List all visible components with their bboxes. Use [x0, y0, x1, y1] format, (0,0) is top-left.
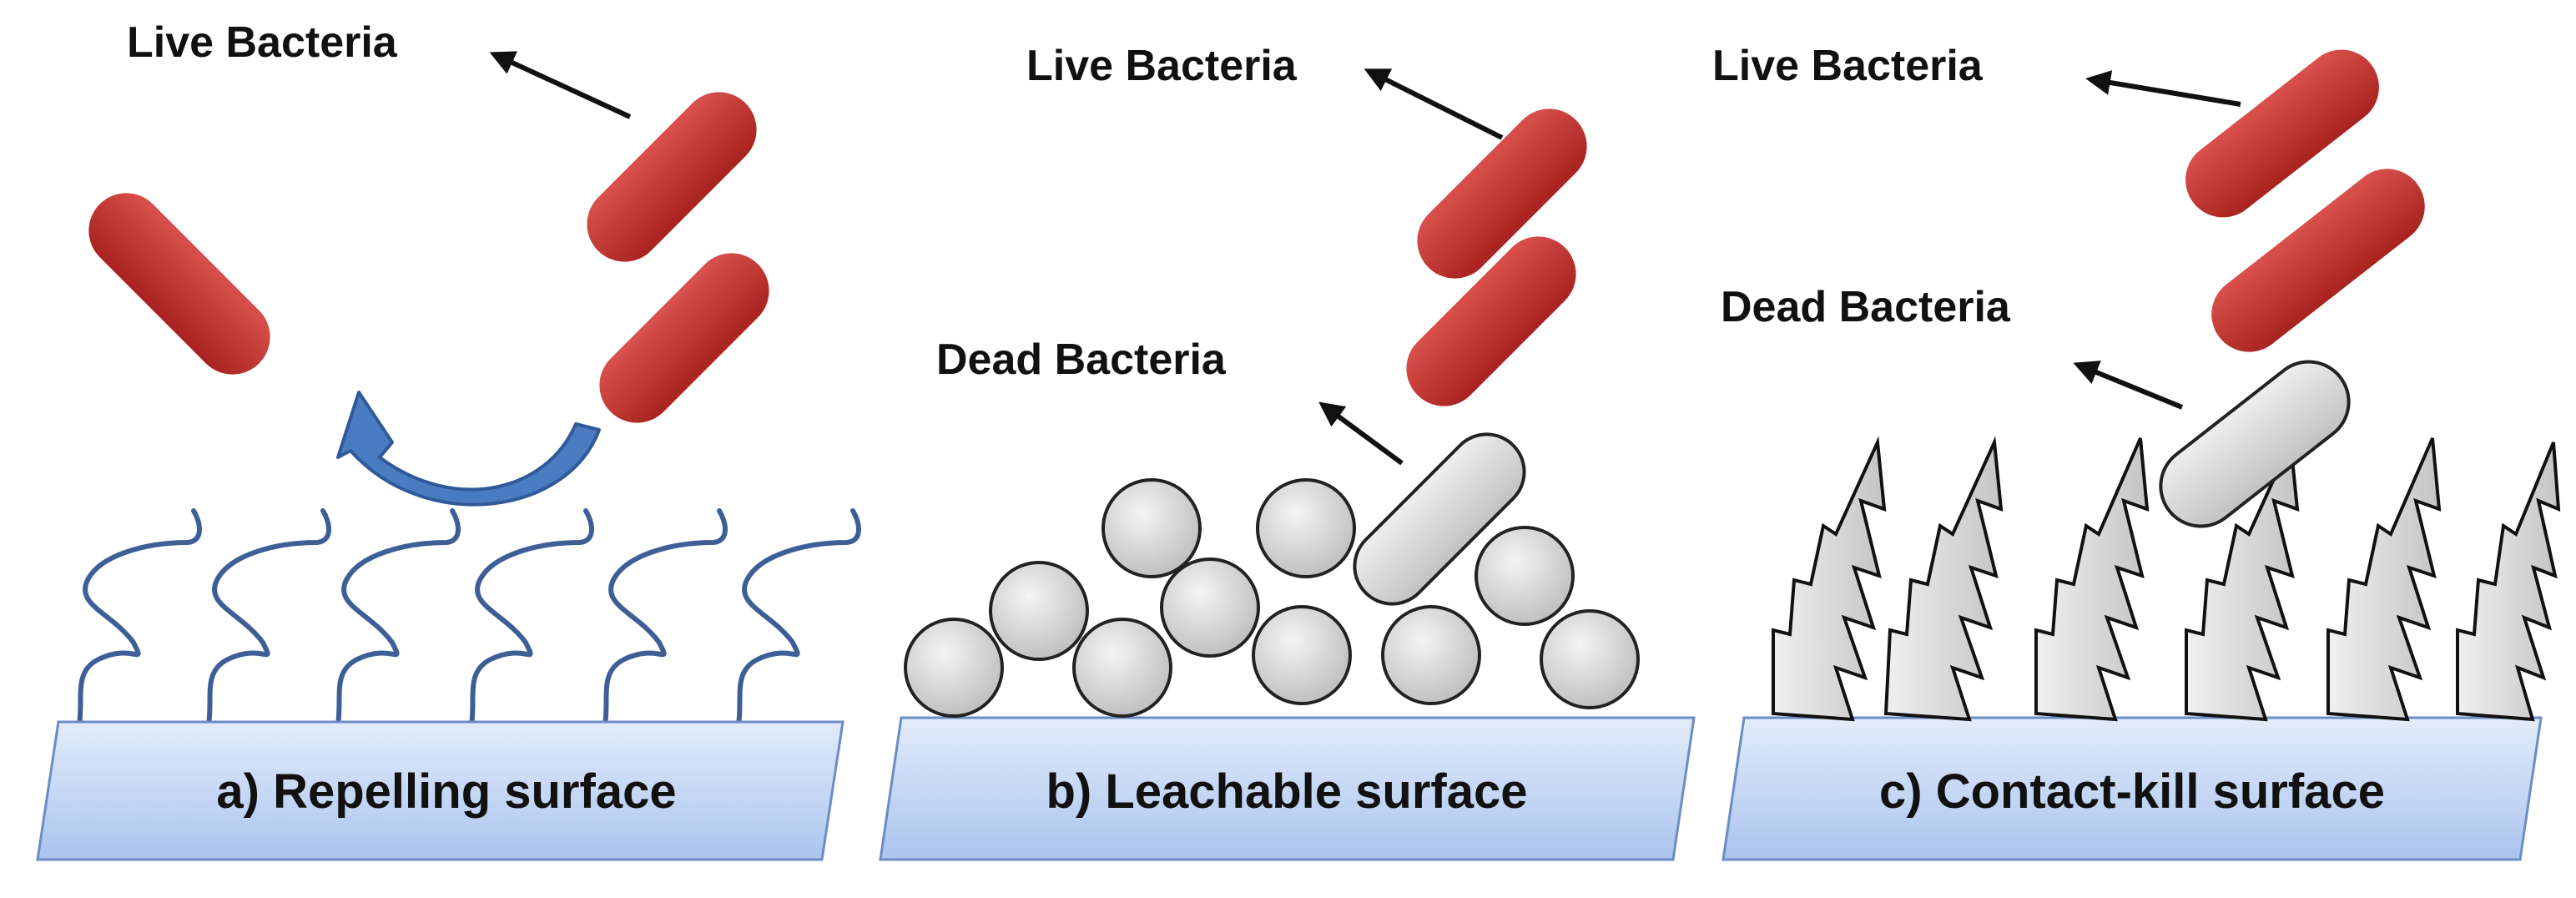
live-bacterium: [2211, 169, 2425, 352]
surface-label-c: c) Contact-kill surface: [1879, 764, 2385, 819]
particle: [1475, 526, 1575, 626]
live-bacterium: [88, 193, 270, 375]
dead-bacterium: [2159, 360, 2351, 528]
polymer-chain: [335, 508, 461, 727]
repelling-surface-slab: [36, 720, 844, 861]
polymer-chain: [469, 508, 594, 727]
arrow-icon: [1318, 401, 1404, 466]
curved-arrow-icon: [336, 391, 601, 507]
live-bacterium: [1406, 236, 1576, 406]
nanospike-layer: [1772, 436, 2561, 722]
live-bacteria-label-b: Live Bacteria: [1026, 42, 1298, 90]
panel-leachable: b) Leachable surface Live Bacteria Dead …: [879, 42, 1696, 861]
particle: [904, 618, 1004, 718]
particle: [1381, 605, 1481, 705]
live-bacteria-label-a: Live Bacteria: [127, 18, 398, 67]
particle: [1252, 605, 1352, 705]
dead-bacterium: [1353, 432, 1526, 606]
nanospike: [2185, 436, 2300, 722]
live-bacterium: [2185, 49, 2379, 218]
particle: [1540, 609, 1640, 709]
arrow-icon: [489, 51, 632, 119]
live-bacterium: [587, 92, 757, 262]
dead-bacteria-label-c: Dead Bacteria: [1721, 283, 2011, 331]
leachable-surface-slab: [879, 716, 1696, 861]
nanospike: [1883, 436, 2004, 722]
live-bacterium: [1417, 108, 1587, 279]
polymer-chain: [77, 508, 202, 727]
surface-label-b: b) Leachable surface: [1046, 764, 1528, 819]
dead-bacteria-label-b: Dead Bacteria: [936, 335, 1227, 384]
nanospike: [2034, 437, 2150, 722]
leached-particles: [904, 478, 1640, 718]
particle: [989, 561, 1089, 661]
arrow-icon: [1364, 68, 1504, 140]
arrow-icon: [2073, 361, 2184, 410]
particle: [1101, 478, 1202, 578]
panel-contact-kill: c) Contact-kill surface Live Bacteria De…: [1712, 42, 2561, 861]
nanospike: [2326, 437, 2442, 722]
polymer-chain: [206, 508, 331, 727]
arrow-icon: [2085, 70, 2241, 107]
nanospike: [2456, 441, 2561, 722]
particle: [1072, 618, 1172, 718]
contact-kill-surface-slab: [1722, 716, 2543, 861]
particle: [1160, 557, 1260, 658]
live-bacterium: [599, 253, 769, 423]
particle: [1256, 478, 1356, 578]
nanospike: [1772, 436, 1887, 722]
live-bacteria-label-c: Live Bacteria: [1712, 42, 1984, 90]
polymer-brush-layer: [77, 508, 861, 727]
surface-label-a: a) Repelling surface: [216, 764, 676, 819]
panel-repelling: a) Repelling surface Live Bacteria: [36, 18, 861, 861]
polymer-chain: [736, 508, 861, 727]
polymer-chain: [602, 508, 728, 727]
